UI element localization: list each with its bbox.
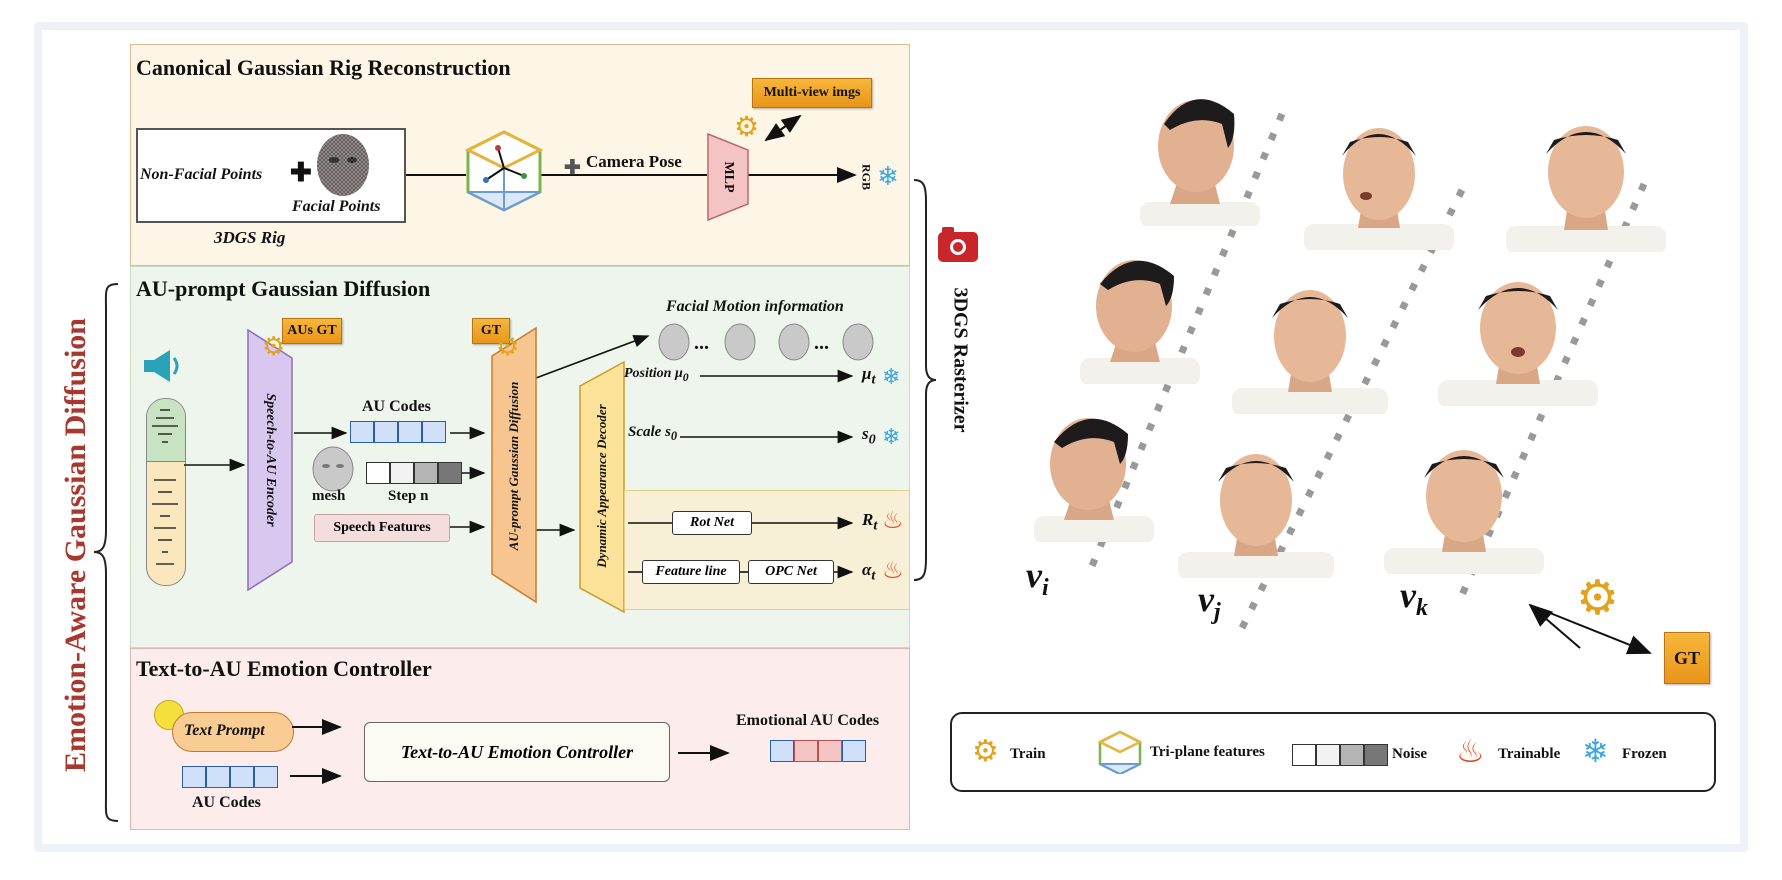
legend-triplane-icon: [1098, 730, 1142, 774]
speech-features-box: Speech Features: [314, 514, 450, 542]
waveform-icon: [152, 409, 178, 565]
au-codes-cells: [350, 421, 446, 443]
legend-frozen-label: Frozen: [1622, 746, 1667, 762]
face-view-8: [1178, 438, 1334, 578]
emotional-au-codes-label: Emotional AU Codes: [736, 712, 880, 729]
face-view-2: [1304, 110, 1454, 250]
rot-net-box: Rot Net: [672, 511, 752, 535]
r-flame-icon: ♨: [882, 508, 904, 534]
facial-points-label: Facial Points: [292, 198, 381, 215]
aus-gt-tag: AUs GT: [282, 318, 342, 344]
legend-triplane-label: Tri-plane features: [1150, 744, 1265, 760]
face-view-9: [1384, 434, 1544, 574]
au-codes-label: AU Codes: [362, 398, 431, 415]
position-label: Position μ0: [624, 366, 689, 384]
mu-t-label: μt: [862, 364, 876, 388]
view-vi-label: vi: [1026, 555, 1049, 602]
legend-trainable-label: Trainable: [1498, 746, 1561, 762]
facial-mesh-icon: [317, 134, 369, 196]
view-vk-label: vk: [1400, 575, 1428, 622]
speaker-icon: [144, 350, 179, 382]
diffusion-gear-icon: ⚙: [496, 332, 520, 361]
snowflake-icon: ❄: [877, 162, 899, 191]
face-view-7: [1024, 402, 1174, 542]
camera-pose-label: Camera Pose: [586, 152, 682, 171]
facial-motion-label: Facial Motion information: [666, 298, 844, 315]
noise-cells: [366, 462, 462, 484]
legend-train-icon: ⚙: [972, 735, 999, 768]
legend-train-label: Train: [1010, 746, 1046, 762]
camera-icon: [938, 227, 978, 262]
legend-frozen-icon: ❄: [1582, 733, 1609, 769]
emotional-au-codes-cells: [770, 740, 866, 762]
scale-label: Scale s0: [628, 424, 678, 443]
alpha-flame-icon: ♨: [882, 558, 904, 584]
s0-label: s0: [862, 424, 876, 448]
non-facial-points-label: Non-Facial Points: [140, 166, 263, 183]
face-view-4: [1070, 244, 1220, 384]
triplane-icon: [464, 130, 544, 212]
plus-icon: ✚: [290, 158, 312, 187]
encoder-gear-icon: ⚙: [262, 332, 286, 361]
r-t-label: Rt: [862, 510, 878, 534]
mesh-label: mesh: [312, 488, 346, 504]
motion-faces: [658, 323, 874, 361]
section3-au-codes-cells: [182, 766, 278, 788]
face-view-6: [1438, 266, 1598, 406]
motion-dots-2: ...: [814, 332, 829, 354]
mu-snowflake-icon: ❄: [882, 364, 901, 389]
legend-noise-label: Noise: [1392, 746, 1427, 762]
gt-tag: GT: [472, 318, 510, 344]
face-view-1: [1130, 84, 1280, 226]
step-n-label: Step n: [388, 488, 429, 504]
section3-title: Text-to-AU Emotion Controller: [136, 656, 432, 681]
speech-encoder-block: [247, 328, 293, 592]
feature-line-box: Feature line: [642, 560, 740, 584]
camera-plus-icon: ✚: [564, 157, 581, 179]
rasterizer-brace: [913, 179, 937, 581]
legend-noise-cells: [1292, 744, 1388, 766]
section1-title: Canonical Gaussian Rig Reconstruction: [136, 55, 511, 80]
alpha-t-label: αt: [862, 560, 876, 584]
opc-net-box: OPC Net: [748, 560, 834, 584]
face-view-5: [1232, 274, 1388, 414]
text-prompt-label: Text Prompt: [184, 722, 265, 739]
motion-dots-1: ...: [694, 332, 709, 354]
mesh-face-icon: [312, 446, 354, 492]
rot-opc-region: [624, 490, 910, 610]
section2-title: AU-prompt Gaussian Diffusion: [136, 276, 431, 301]
legend-trainable-icon: ♨: [1456, 733, 1485, 769]
left-brace: [93, 283, 119, 822]
multiview-tag: Multi-view imgs: [752, 78, 872, 108]
diffusion-block: [491, 326, 537, 604]
gear-icon: ⚙: [734, 112, 760, 143]
views-gear-icon: ⚙: [1576, 572, 1620, 625]
rig-label: 3DGS Rig: [214, 228, 286, 247]
decoder-block: [579, 360, 625, 614]
mlp-block: [707, 132, 749, 222]
views-gt-tag: GT: [1664, 632, 1710, 684]
text-prompt-cloud: [172, 712, 294, 752]
face-view-3: [1506, 110, 1666, 252]
section3-au-codes-label: AU Codes: [192, 794, 261, 811]
view-vj-label: vj: [1198, 579, 1221, 626]
s0-snowflake-icon: ❄: [882, 424, 901, 449]
controller-box: Text-to-AU Emotion Controller: [364, 722, 670, 782]
